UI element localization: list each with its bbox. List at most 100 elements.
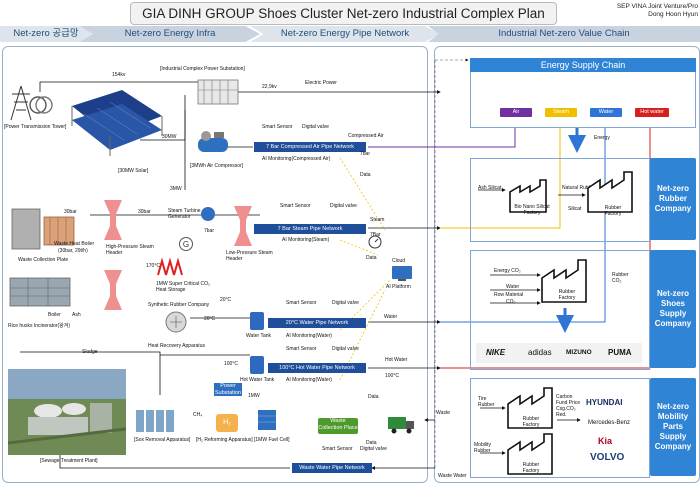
heat-recovery-label: Heat Recovery Apparatus bbox=[148, 343, 205, 349]
ash-label: Ash bbox=[72, 312, 81, 318]
fuel-cell-icon bbox=[258, 410, 276, 430]
steam-header-icon bbox=[104, 270, 122, 310]
heat-storage-icon bbox=[157, 257, 183, 276]
sewage-plant-image bbox=[8, 369, 126, 455]
credit: SEP VINA Joint Venture/Pro Dong Hoon Hyu… bbox=[617, 3, 698, 19]
brand-mercedes: Mercedes-Benz bbox=[588, 420, 631, 426]
carbon-fund-label: Carbon Fund Price Csg.CO₂ Red. bbox=[556, 394, 581, 418]
steam-out: Steam bbox=[370, 217, 385, 223]
rice-incinerator-label: Rice husks Incinerator(왕겨) bbox=[8, 323, 70, 329]
band-energy-infra: Net-zero Energy Infra bbox=[80, 26, 260, 42]
band-value-chain: Industrial Net-zero Value Chain bbox=[428, 26, 700, 42]
solar-panels-icon bbox=[71, 90, 163, 156]
boiler-label: Boiler bbox=[48, 312, 61, 318]
bio-nano-label: Bio Nano Silicat Factory bbox=[514, 204, 550, 216]
generator-icon: G bbox=[179, 237, 193, 251]
natural-rubber-label: Natural Rubber bbox=[562, 185, 596, 191]
solar-label: [30MW Solar] bbox=[118, 168, 149, 174]
water-tank-label: Water Tank bbox=[246, 333, 272, 339]
turbine-icon bbox=[201, 207, 215, 221]
shoes-row-box bbox=[470, 250, 650, 370]
data-label-b: Data bbox=[366, 255, 377, 261]
rubber-factory-icon-2 bbox=[541, 259, 587, 303]
credit-line-1: SEP VINA Joint Venture/Pro bbox=[616, 3, 698, 10]
substation-icon bbox=[197, 79, 239, 105]
compressed-air-pipe: 7 Bar Compressed Air Pipe Network bbox=[254, 142, 366, 152]
sludge-label: Sludge bbox=[82, 349, 98, 355]
brand-adidas: adidas bbox=[528, 348, 552, 357]
energy-co2-label: Energy CO₂ bbox=[494, 268, 521, 274]
rubber-co2-label: Rubber CO₂ bbox=[612, 272, 629, 284]
rubber-company-box: Net-zero Rubber Company bbox=[650, 158, 696, 240]
shoes-company-box: Net-zero Shoes Supply Company bbox=[650, 250, 696, 368]
waste-truck-icon bbox=[388, 417, 414, 434]
svg-text:G: G bbox=[183, 240, 189, 249]
bio-nano-factory-icon bbox=[509, 179, 547, 213]
sox-removal-icon bbox=[136, 410, 174, 432]
waste-label: Waste bbox=[436, 410, 450, 416]
valve-label-waste: Digital valve bbox=[360, 446, 387, 452]
air-compressor-label: [3MWh Air Compressor] bbox=[190, 163, 244, 169]
solar-mw-label: 30MW bbox=[162, 134, 177, 140]
rubber-factory-icon-4 bbox=[507, 433, 553, 475]
water-tank-icon bbox=[250, 312, 264, 330]
pill-hot-water: Hot water bbox=[635, 108, 669, 117]
rubber-factory-label-4: Rubber Factory bbox=[522, 462, 540, 474]
mw-3-label: 3MW bbox=[170, 186, 182, 192]
steam-gauge-icon bbox=[368, 235, 382, 249]
temp20-a-label: 20°C bbox=[220, 297, 232, 303]
sensor-label-waste: Smart Sensor bbox=[322, 446, 353, 452]
mw-1-label: 1MW bbox=[248, 393, 260, 399]
brand-nike: NIKE bbox=[486, 348, 506, 357]
pill-water: Water bbox=[590, 108, 622, 117]
power-tower-label: [Power Transmission Tower] bbox=[4, 124, 67, 130]
bar7-steam: 7Bar bbox=[370, 232, 381, 238]
tire-rubber-label: Tire Rubber bbox=[478, 396, 495, 408]
ai-compressed-label: AI Monitoring(Compressed Air) bbox=[262, 156, 331, 162]
credit-line-2: Dong Hoon Hyun bbox=[648, 11, 698, 18]
brand-volvo: VOLVO bbox=[590, 452, 625, 463]
h2-reforming-label: [H₂ Reforming Apparatus] bbox=[196, 437, 253, 443]
valve-label-steam: Digital valve bbox=[330, 203, 357, 209]
cloud-label: Cloud bbox=[392, 258, 406, 264]
bar30-b-label: 30bar bbox=[138, 209, 151, 215]
treatment-plant-label: [Sewage Treatment Plant] bbox=[40, 458, 98, 464]
energy-supply-chain-title: Energy Supply Chain bbox=[470, 58, 696, 72]
power-substation-box: Power Substation bbox=[214, 383, 242, 396]
silicat-label: Silicat bbox=[568, 206, 582, 212]
mobility-row-box bbox=[470, 378, 650, 478]
ash-silicat-label: Ash Silicat bbox=[478, 185, 502, 191]
brand-hyundai: HYUNDAI bbox=[586, 398, 623, 407]
mobility-rubber-label: Mobility Rubber bbox=[474, 442, 491, 454]
heat-recovery-icon bbox=[165, 311, 187, 333]
lp-header-label: Low-Pressure Steam Header bbox=[226, 250, 273, 262]
rubber-factory-label-3: Rubber Factory bbox=[522, 416, 540, 428]
bar30-a-label: 30bar bbox=[64, 209, 77, 215]
pill-steam: Steam bbox=[545, 108, 577, 117]
brand-kia: Kia bbox=[598, 436, 613, 446]
sox-removal-label: [Sox Removal Apparatus] bbox=[134, 437, 191, 443]
transformer-icon bbox=[29, 96, 53, 114]
hot-water-out: Hot Water bbox=[385, 357, 408, 363]
fuel-cell-label: [1MW Fuel Cell] bbox=[254, 437, 290, 443]
sensor-label-water: Smart Sensor bbox=[286, 300, 317, 306]
rubber-factory-label-2: Rubber Factory bbox=[558, 289, 576, 301]
air-compressor-icon bbox=[198, 131, 228, 152]
temp100-out: 100°C bbox=[385, 373, 399, 379]
low-pressure-header-icon bbox=[234, 206, 252, 246]
hp-header-label: High-Pressure Steam Header bbox=[106, 244, 154, 256]
page-title: GIA DINH GROUP Shoes Cluster Net-zero In… bbox=[130, 2, 557, 25]
data-label-a: Data bbox=[360, 172, 371, 178]
mobility-company-box: Net-zero Mobility Parts Supply Company bbox=[650, 378, 696, 476]
bar7-out: 7bar bbox=[360, 151, 371, 157]
sensor-label-steam: Smart Sensor bbox=[280, 203, 311, 209]
co2-label: CO₂ bbox=[506, 299, 516, 305]
water-label-vc: Water bbox=[506, 284, 520, 290]
high-pressure-header-icon bbox=[104, 200, 122, 240]
steam-pipe: 7 Bar Steam Pipe Network bbox=[254, 224, 366, 234]
ai-steam-label: AI Monitoring(Steam) bbox=[282, 237, 330, 243]
turbine-label: Steam Turbine Generator bbox=[168, 208, 201, 220]
band-pipe-network: Net-zero Energy Pipe Network bbox=[250, 26, 440, 42]
band-supply: Net-zero 공급망 bbox=[0, 26, 92, 42]
water-pipe: 20°C Water Pipe Network bbox=[268, 318, 366, 328]
